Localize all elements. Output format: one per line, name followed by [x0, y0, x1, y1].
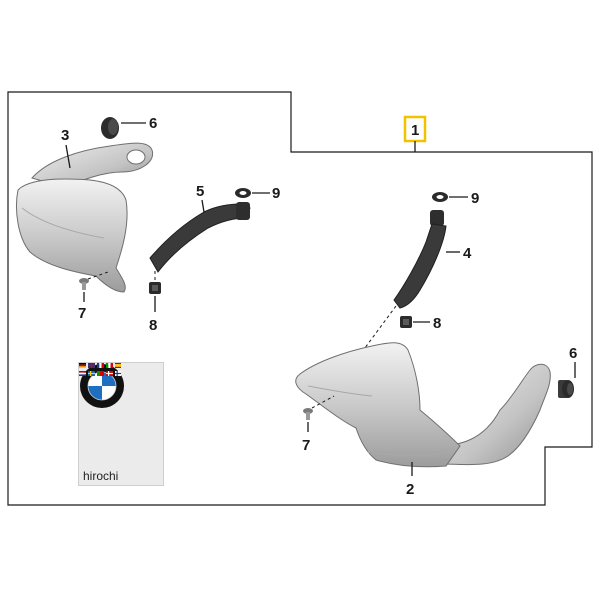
callout-7-left: 7: [78, 305, 86, 322]
dk-flag-icon: [106, 371, 113, 376]
callout-1: 1: [411, 122, 419, 139]
se-flag-icon: [88, 371, 95, 376]
callout-6-left: 6: [149, 115, 157, 132]
it-flag-icon: [106, 363, 113, 368]
callout-5: 5: [196, 183, 204, 200]
clip-part-8-left[interactable]: [149, 282, 161, 294]
end-cap-part-6-left[interactable]: [101, 117, 119, 139]
assembly-boundary: [7, 91, 593, 506]
callout-9-right: 9: [471, 190, 479, 207]
callout-7-right: 7: [302, 437, 310, 454]
washer-part-9-left[interactable]: [235, 188, 251, 198]
callout-8-left: 8: [149, 317, 157, 334]
gb-flag-icon: [88, 363, 95, 368]
pt-flag-icon: [97, 371, 104, 376]
left-handguard-part-3[interactable]: [16, 142, 154, 293]
right-handguard-part-2[interactable]: [295, 342, 551, 468]
callout-2: 2: [406, 481, 414, 498]
mount-arm-part-5[interactable]: [149, 202, 251, 273]
leader-5: [201, 199, 205, 213]
callout-8-right: 8: [433, 315, 441, 332]
washer-part-9-right[interactable]: [432, 192, 448, 202]
end-cap-part-6-right[interactable]: [558, 380, 574, 398]
fr-flag-icon: [97, 363, 104, 368]
manual-booklet: hirochi: [78, 362, 164, 486]
callout-9-left: 9: [272, 185, 280, 202]
language-flags: [79, 363, 121, 376]
callout-4: 4: [463, 245, 472, 262]
screw-part-7-left[interactable]: [79, 278, 89, 290]
es-flag-icon: [115, 363, 121, 368]
de-flag-icon: [79, 363, 86, 368]
nl-flag-icon: [79, 371, 86, 376]
dash-7-right: [311, 395, 335, 409]
callout-3: 3: [61, 127, 69, 144]
clip-part-8-right[interactable]: [400, 316, 412, 328]
screw-part-7-right[interactable]: [303, 408, 313, 420]
fi-flag-icon: [115, 371, 121, 376]
mount-arm-part-4[interactable]: [393, 210, 447, 309]
watermark-text: hirochi: [83, 469, 119, 483]
leader-3: [65, 144, 71, 169]
callout-6-right: 6: [569, 345, 577, 362]
